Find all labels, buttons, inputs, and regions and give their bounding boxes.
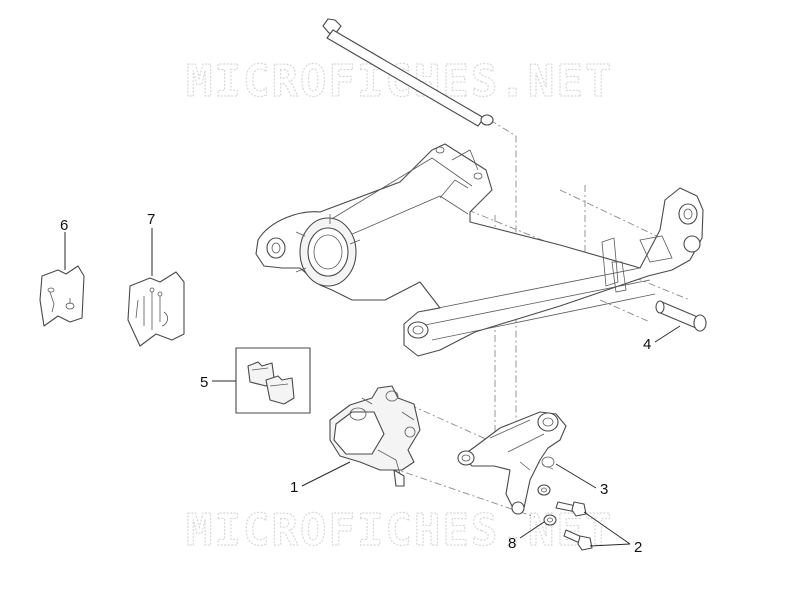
part-1-brake-caliper [329,385,421,487]
watermark-bottom: MICROFICHES.NET [186,505,613,556]
callout-3: 3 [600,481,608,498]
part-5-brake-pads [235,347,311,414]
callout-4: 4 [643,336,651,353]
part-3-caliper-bracket [457,411,567,515]
watermark-top: MICROFICHES.NET [186,56,613,107]
callout-8: 8 [508,535,516,552]
callout-1: 1 [290,479,298,496]
part-2-bolts [555,501,593,551]
leader-lines [64,228,681,547]
part-6-hardware-kit [39,265,85,327]
swingarm [255,143,704,357]
pivot-shaft [322,18,494,127]
part-4-sleeve-bolt [655,300,707,332]
callout-7: 7 [147,211,155,228]
callout-2: 2 [634,539,642,556]
callout-6: 6 [60,217,68,234]
callout-5: 5 [200,374,208,391]
part-8-washers [537,484,557,526]
part-7-pin-kit [127,271,185,347]
